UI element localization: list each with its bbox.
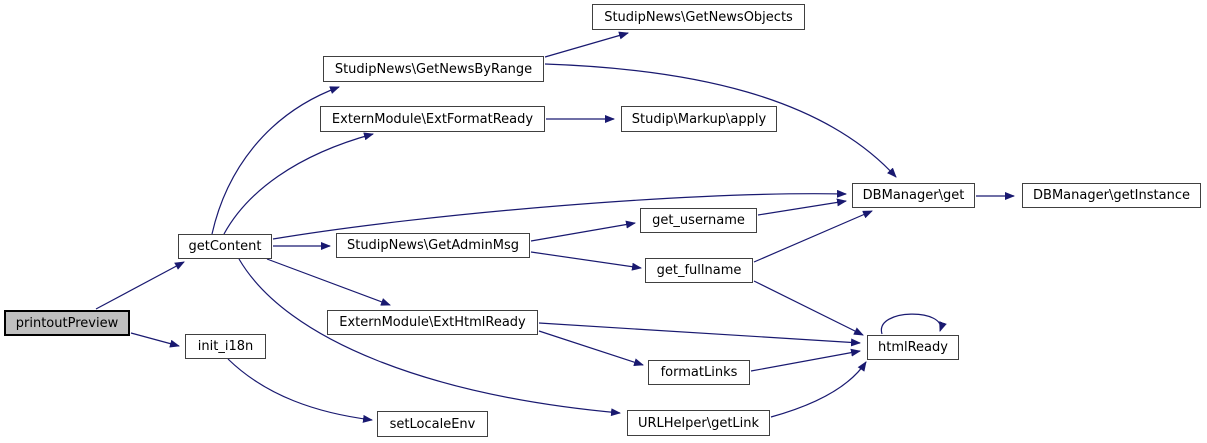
edge-URLHelper-getLink-to-htmlReady (770, 361, 867, 418)
node-htmlReady[interactable]: htmlReady (867, 335, 959, 360)
edge-get_fullname-to-DBManager-get (753, 210, 873, 263)
edge-get_username-to-DBManager-get (757, 198, 847, 216)
node-label: URLHelper\getLink (637, 415, 760, 431)
node-label: printoutPreview (15, 315, 119, 331)
edge-getContent-to-ExtHtmlReady (266, 258, 391, 306)
edge-htmlReady-self-loop (881, 313, 947, 335)
node-StudipNews-GetNewsByRange[interactable]: StudipNews\GetNewsByRange (323, 56, 544, 82)
node-label: get_username (652, 213, 745, 228)
node-URLHelper-getLink[interactable]: URLHelper\getLink (627, 410, 770, 436)
edge-ExtHtmlReady-to-formatLinks (538, 330, 644, 367)
node-label: setLocaleEnv (389, 416, 476, 432)
node-formatLinks[interactable]: formatLinks (648, 360, 750, 385)
node-label: init_i18n (197, 339, 254, 354)
node-setLocaleEnv[interactable]: setLocaleEnv (377, 411, 488, 437)
node-label: htmlReady (878, 340, 948, 355)
node-printoutPreview: printoutPreview (4, 310, 130, 336)
node-StudipNews-GetAdminMsg[interactable]: StudipNews\GetAdminMsg (336, 233, 530, 258)
node-Studip-Markup-apply[interactable]: Studip\Markup\apply (621, 106, 777, 132)
node-label: DBManager\getInstance (1033, 188, 1190, 203)
node-label: ExternModule\ExtHtmlReady (339, 315, 526, 330)
node-label: DBManager\get (862, 188, 965, 203)
node-init-i18n[interactable]: init_i18n (185, 334, 266, 359)
node-DBManager-getInstance[interactable]: DBManager\getInstance (1022, 183, 1201, 208)
node-get-username[interactable]: get_username (640, 208, 757, 233)
node-label: ExternModule\ExtFormatReady (331, 111, 534, 127)
node-label: Studip\Markup\apply (631, 111, 767, 127)
node-label: StudipNews\GetAdminMsg (346, 238, 520, 253)
node-DBManager-get[interactable]: DBManager\get (852, 183, 975, 208)
edge-init_i18n-to-setLocaleEnv (227, 358, 373, 423)
edge-printoutPreview-to-getContent (95, 261, 185, 310)
edge-ExtHtmlReady-to-htmlReady (538, 322, 861, 347)
edge-getContent-to-GetNewsByRange (211, 86, 340, 235)
edge-getContent-to-ExtFormatReady (223, 132, 374, 235)
node-label: get_fullname (656, 263, 742, 278)
edge-GetNewsByRange-to-DBManager-get (544, 63, 897, 178)
node-label: formatLinks (660, 365, 738, 380)
edge-GetAdminMsg-to-get_fullname (530, 251, 642, 271)
edge-getContent-to-URLHelper-getLink (238, 258, 621, 417)
edge-printoutPreview-to-init_i18n (130, 332, 180, 348)
node-label: getContent (188, 239, 262, 254)
node-StudipNews-GetNewsObjects[interactable]: StudipNews\GetNewsObjects (592, 4, 805, 30)
node-ExternModule-ExtFormatReady[interactable]: ExternModule\ExtFormatReady (320, 106, 545, 132)
node-get-fullname[interactable]: get_fullname (645, 258, 753, 283)
node-ExternModule-ExtHtmlReady[interactable]: ExternModule\ExtHtmlReady (327, 310, 538, 335)
edge-get_fullname-to-htmlReady (753, 280, 864, 336)
edge-GetAdminMsg-to-get_username (530, 220, 636, 242)
node-label: StudipNews\GetNewsObjects (604, 9, 793, 25)
node-label: StudipNews\GetNewsByRange (334, 61, 533, 77)
edge-GetNewsByRange-to-GetNewsObjects (544, 31, 629, 58)
edge-formatLinks-to-htmlReady (750, 348, 861, 372)
node-getContent[interactable]: getContent (178, 234, 272, 259)
edge-getContent-to-DBManager-get (272, 189, 847, 240)
